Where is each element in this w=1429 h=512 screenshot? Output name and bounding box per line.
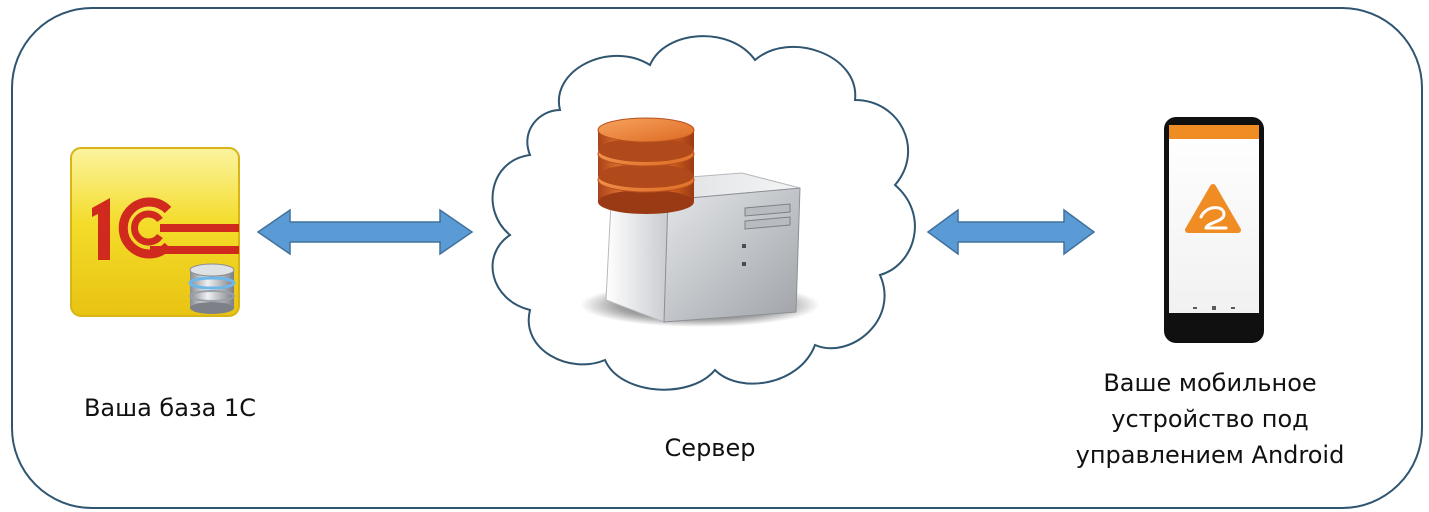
label-mobile-line-2: устройство под <box>1111 405 1309 433</box>
database-stack-icon <box>597 117 695 214</box>
label-mobile-line-3: управлением Android <box>1075 441 1345 469</box>
small-database-icon <box>188 263 236 314</box>
label-mobile-line-1: Ваше мобильное <box>1103 369 1317 397</box>
label-server: Сервер <box>664 434 756 462</box>
phone-status-bar <box>1169 125 1259 139</box>
left-double-arrow <box>256 208 474 256</box>
cloud-server-icon <box>491 35 916 391</box>
app-logo-icon <box>1185 184 1241 233</box>
android-phone-icon <box>1164 117 1264 343</box>
label-1c-base: Ваша база 1С <box>83 394 257 422</box>
label-mobile-device: Ваше мобильное устройство под управление… <box>1025 365 1395 473</box>
right-double-arrow <box>926 208 1096 256</box>
outer-frame <box>11 7 1423 509</box>
1c-database-icon <box>70 147 240 317</box>
